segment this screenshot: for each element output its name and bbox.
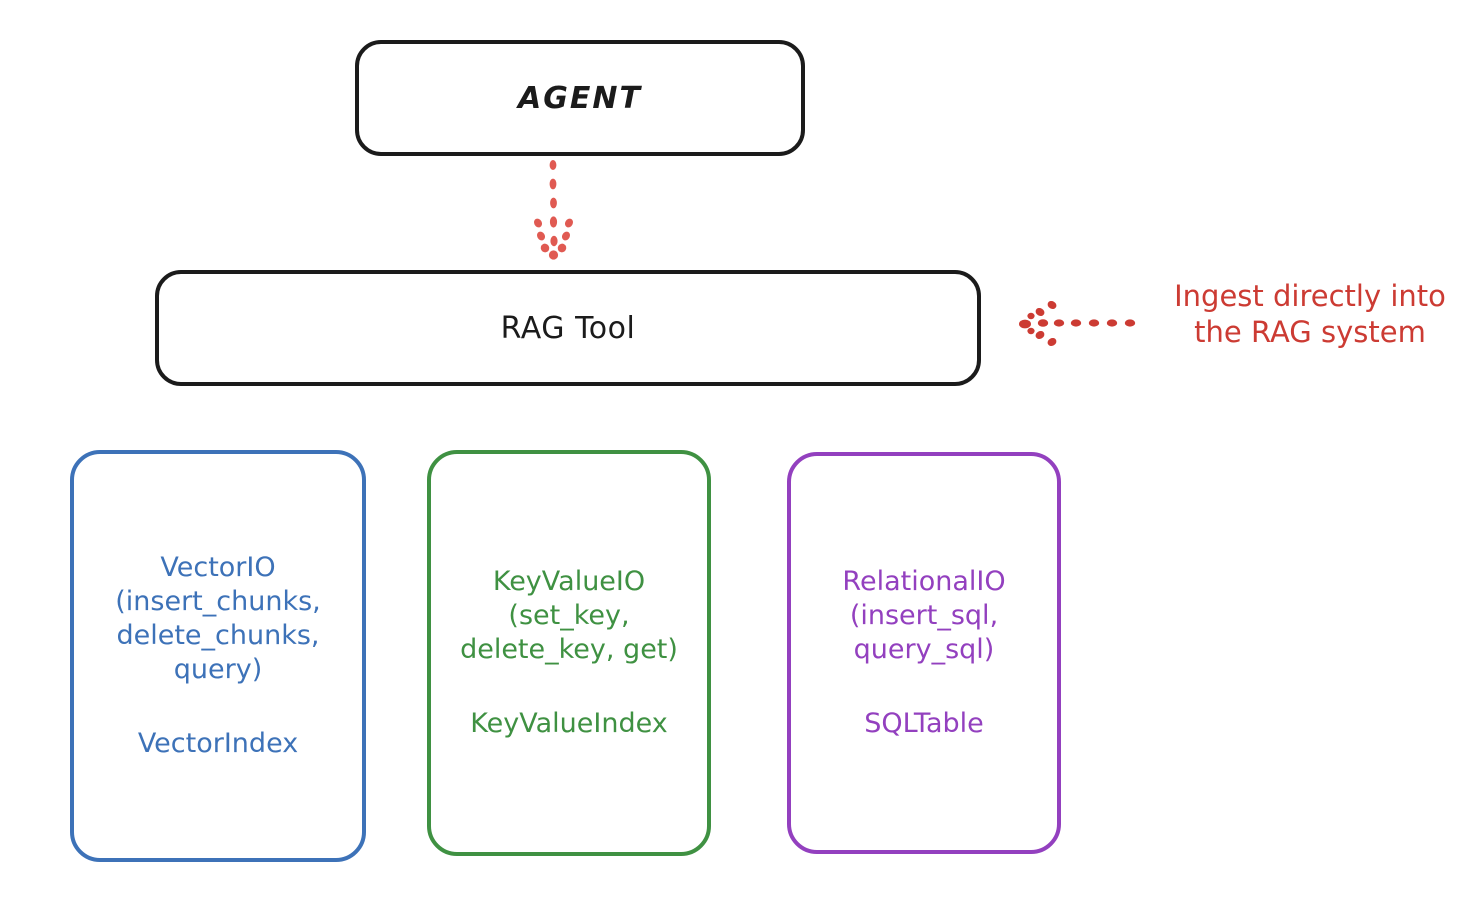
key-value-io-api-label: KeyValueIO (set_key, delete_key, get) [460, 565, 678, 665]
sql-table-label: SQLTable [864, 708, 984, 740]
key-value-io-node[interactable]: KeyValueIO (set_key, delete_key, get) Ke… [427, 450, 711, 856]
agent-to-rag-tool-arrow [533, 160, 574, 260]
vector-index-label: VectorIndex [137, 728, 299, 760]
vector-io-node[interactable]: VectorIO (insert_chunks, delete_chunks, … [70, 450, 366, 862]
agent-node[interactable]: AGENT [355, 40, 805, 156]
key-value-index-label: KeyValueIndex [470, 708, 668, 740]
relational-io-api-label: RelationalIO (insert_sql, query_sql) [842, 565, 1006, 665]
rag-tool-node-label: RAG Tool [500, 310, 636, 346]
rag-tool-node[interactable]: RAG Tool [155, 270, 981, 386]
agent-node-label: AGENT [518, 80, 642, 116]
ingest-annotation-label: Ingest directly into the RAG system [1174, 279, 1446, 350]
vector-io-api-label: VectorIO (insert_chunks, delete_chunks, … [115, 551, 321, 685]
relational-io-node[interactable]: RelationalIO (insert_sql, query_sql) SQL… [787, 452, 1061, 854]
ingest-arrow [1019, 300, 1136, 347]
